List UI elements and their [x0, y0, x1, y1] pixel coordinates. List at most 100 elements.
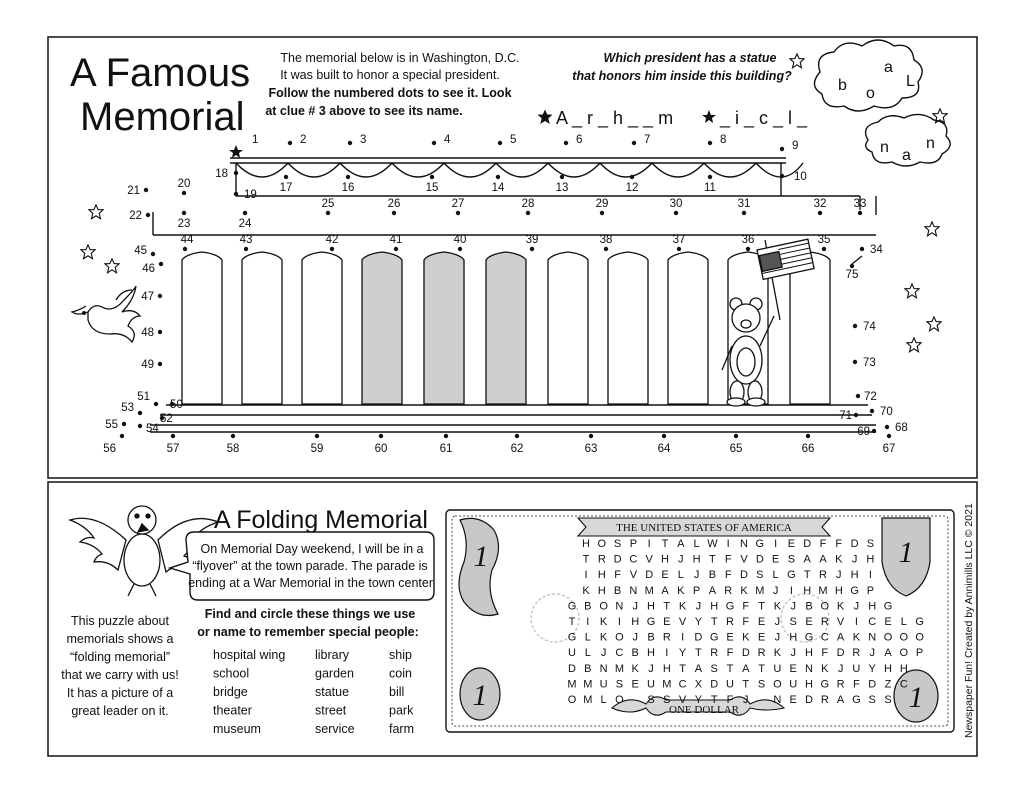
dot-point[interactable]	[170, 433, 176, 439]
grid-letter[interactable]: S	[616, 678, 623, 690]
dot-point[interactable]	[431, 140, 437, 146]
grid-letter[interactable]: G	[850, 585, 859, 597]
grid-letter[interactable]: J	[775, 616, 781, 628]
dot-point[interactable]	[378, 433, 384, 439]
grid-letter[interactable]: R	[710, 647, 718, 659]
grid-letter[interactable]: E	[758, 616, 765, 628]
grid-letter[interactable]: N	[773, 694, 781, 706]
grid-letter[interactable]: N	[805, 663, 813, 675]
grid-letter[interactable]: T	[711, 616, 718, 628]
grid-letter[interactable]: H	[598, 569, 606, 581]
dot-point[interactable]	[150, 251, 156, 257]
dot-point[interactable]	[869, 408, 875, 414]
grid-letter[interactable]: Z	[885, 678, 892, 690]
grid-letter[interactable]: E	[632, 678, 639, 690]
dot-point[interactable]	[287, 140, 293, 146]
grid-letter[interactable]: T	[583, 554, 590, 566]
grid-letter[interactable]: H	[803, 585, 811, 597]
grid-letter[interactable]: A	[819, 554, 827, 566]
dot-point[interactable]	[391, 210, 397, 216]
grid-letter[interactable]: N	[740, 538, 748, 550]
dot-point[interactable]	[157, 361, 163, 367]
grid-letter[interactable]: T	[695, 647, 702, 659]
grid-letter[interactable]: L	[585, 632, 591, 644]
dot-point[interactable]	[181, 190, 187, 196]
dot-point[interactable]	[145, 212, 151, 218]
grid-letter[interactable]: I	[648, 538, 651, 550]
grid-letter[interactable]: D	[710, 678, 718, 690]
grid-letter[interactable]: M	[615, 663, 624, 675]
grid-letter[interactable]: O	[915, 632, 924, 644]
grid-letter[interactable]: H	[851, 569, 859, 581]
dot-point[interactable]	[347, 140, 353, 146]
dot-point[interactable]	[514, 433, 520, 439]
grid-letter[interactable]: S	[663, 694, 670, 706]
grid-letter[interactable]: R	[726, 616, 734, 628]
dot-point[interactable]	[859, 246, 865, 252]
grid-letter[interactable]: G	[568, 600, 577, 612]
grid-letter[interactable]: T	[679, 663, 686, 675]
grid-letter[interactable]: D	[851, 538, 859, 550]
grid-letter[interactable]: D	[568, 663, 576, 675]
grid-letter[interactable]: H	[663, 663, 671, 675]
grid-letter[interactable]: U	[726, 678, 734, 690]
dot-point[interactable]	[393, 246, 399, 252]
grid-letter[interactable]: T	[804, 569, 811, 581]
grid-letter[interactable]: H	[866, 554, 874, 566]
grid-letter[interactable]: I	[586, 616, 589, 628]
grid-letter[interactable]: L	[678, 569, 684, 581]
grid-letter[interactable]: G	[710, 632, 719, 644]
dot-point[interactable]	[497, 140, 503, 146]
grid-letter[interactable]: B	[632, 647, 639, 659]
grid-letter[interactable]: A	[837, 694, 845, 706]
grid-letter[interactable]: F	[853, 678, 860, 690]
dot-point[interactable]	[779, 173, 785, 179]
grid-letter[interactable]: C	[629, 554, 637, 566]
grid-letter[interactable]: M	[818, 585, 827, 597]
grid-letter[interactable]: J	[773, 585, 779, 597]
grid-letter[interactable]: O	[900, 632, 909, 644]
grid-letter[interactable]: E	[805, 616, 812, 628]
grid-letter[interactable]: F	[742, 616, 749, 628]
grid-letter[interactable]: B	[709, 569, 716, 581]
grid-letter[interactable]: B	[614, 585, 621, 597]
grid-letter[interactable]: S	[869, 694, 876, 706]
grid-letter[interactable]: B	[805, 600, 812, 612]
grid-letter[interactable]: L	[901, 616, 907, 628]
dot-point[interactable]	[137, 423, 143, 429]
dot-point[interactable]	[525, 210, 531, 216]
grid-letter[interactable]: S	[647, 694, 654, 706]
grid-letter[interactable]: J	[869, 647, 875, 659]
grid-letter[interactable]: F	[725, 554, 732, 566]
grid-letter[interactable]: S	[790, 616, 797, 628]
dot-point[interactable]	[182, 246, 188, 252]
grid-letter[interactable]: J	[854, 600, 860, 612]
dot-point[interactable]	[169, 401, 175, 407]
grid-letter[interactable]: A	[661, 585, 669, 597]
grid-letter[interactable]: F	[727, 694, 734, 706]
grid-letter[interactable]: D	[614, 554, 622, 566]
dot-point[interactable]	[243, 246, 249, 252]
grid-letter[interactable]: C	[900, 678, 908, 690]
dot-point[interactable]	[852, 323, 858, 329]
grid-letter[interactable]: H	[805, 678, 813, 690]
grid-letter[interactable]: R	[724, 585, 732, 597]
dot-point[interactable]	[886, 433, 892, 439]
grid-letter[interactable]: J	[696, 600, 702, 612]
grid-letter[interactable]: T	[742, 678, 749, 690]
grid-letter[interactable]: A	[677, 538, 685, 550]
dot-point[interactable]	[629, 174, 635, 180]
grid-letter[interactable]: K	[600, 632, 608, 644]
grid-letter[interactable]: K	[853, 632, 861, 644]
dot-point[interactable]	[429, 174, 435, 180]
grid-letter[interactable]: T	[727, 663, 734, 675]
grid-letter[interactable]: F	[727, 647, 734, 659]
grid-letter[interactable]: E	[884, 616, 891, 628]
dot-point[interactable]	[345, 174, 351, 180]
dot-point[interactable]	[559, 174, 565, 180]
grid-letter[interactable]: E	[772, 554, 779, 566]
grid-letter[interactable]: F	[614, 569, 621, 581]
grid-letter[interactable]: V	[630, 569, 638, 581]
grid-letter[interactable]: O	[900, 647, 909, 659]
